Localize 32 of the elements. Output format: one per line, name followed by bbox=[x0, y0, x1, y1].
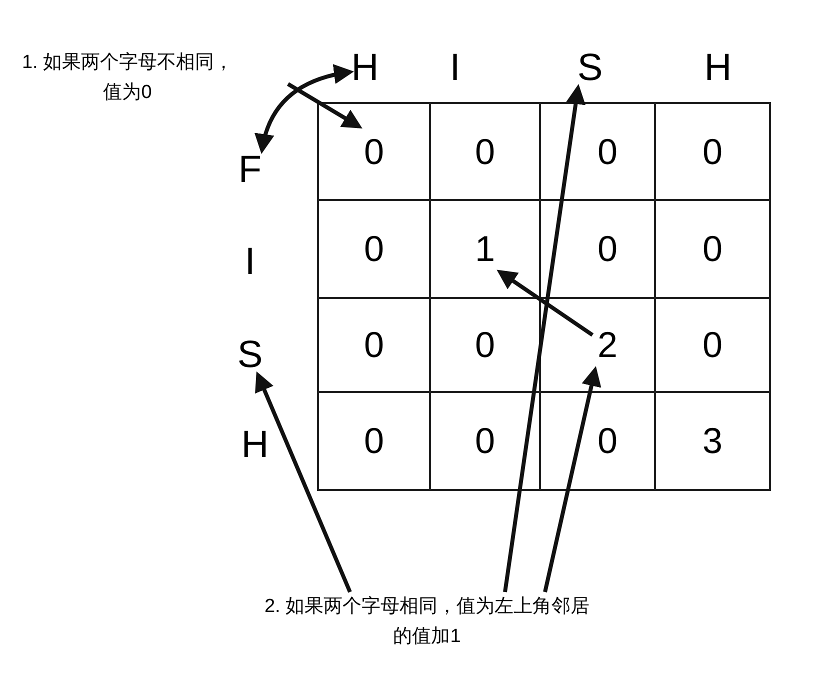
letter-label: S bbox=[235, 335, 265, 375]
cell-value: 0 bbox=[698, 224, 728, 274]
arrow bbox=[255, 371, 352, 593]
cell-value: 0 bbox=[470, 320, 500, 370]
letter-label: H bbox=[240, 425, 270, 465]
arrow bbox=[543, 366, 602, 592]
cell-value: 2 bbox=[592, 320, 622, 370]
arrow bbox=[286, 82, 362, 129]
cell-value: 0 bbox=[470, 126, 500, 176]
letter-label: F bbox=[235, 150, 265, 190]
letter-label: I bbox=[235, 242, 265, 282]
letter-label: H bbox=[350, 48, 380, 88]
cell-value: 0 bbox=[359, 320, 389, 370]
letter-label: H bbox=[703, 48, 733, 88]
cell-value: 0 bbox=[359, 224, 389, 274]
cell-value: 0 bbox=[592, 224, 622, 274]
letter-label: I bbox=[440, 48, 470, 88]
cell-value: 0 bbox=[592, 416, 622, 466]
note-text: 2. 如果两个字母相同，值为左上角邻居的值加1 bbox=[262, 592, 592, 652]
cell-value: 0 bbox=[470, 416, 500, 466]
cell-value: 3 bbox=[698, 416, 728, 466]
cell-value: 0 bbox=[359, 416, 389, 466]
arrow bbox=[503, 84, 586, 592]
cell-value: 0 bbox=[359, 126, 389, 176]
cell-value: 1 bbox=[470, 224, 500, 274]
cell-value: 0 bbox=[592, 126, 622, 176]
cell-value: 0 bbox=[698, 320, 728, 370]
arrow bbox=[255, 64, 354, 154]
letter-label: S bbox=[575, 48, 605, 88]
note-text: 1. 如果两个字母不相同，值为0 bbox=[15, 48, 240, 108]
cell-value: 0 bbox=[698, 126, 728, 176]
arrow bbox=[496, 270, 594, 337]
